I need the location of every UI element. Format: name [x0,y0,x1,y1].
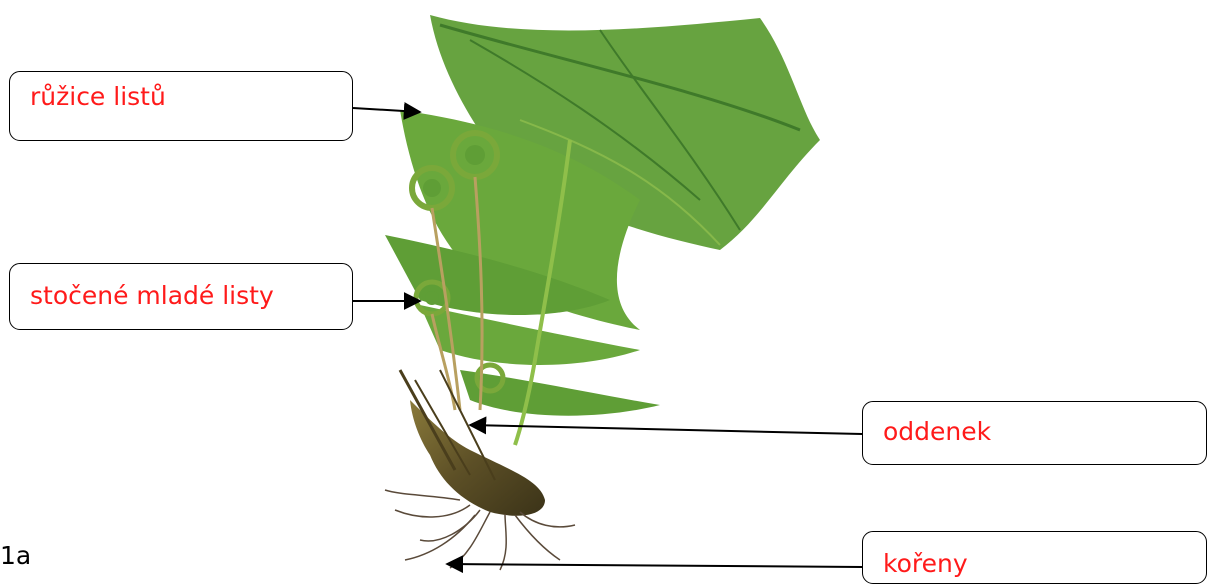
label-rosette: růžice listů [30,82,166,111]
arrow-rhizome [470,425,862,434]
label-curled-young-leaves: stočené mladé listy [30,281,274,310]
figure-id: 1a [0,541,31,570]
label-roots: kořeny [883,549,968,578]
label-rhizome: oddenek [883,417,991,446]
arrow-roots [447,564,862,567]
arrow-rosette [353,108,420,112]
